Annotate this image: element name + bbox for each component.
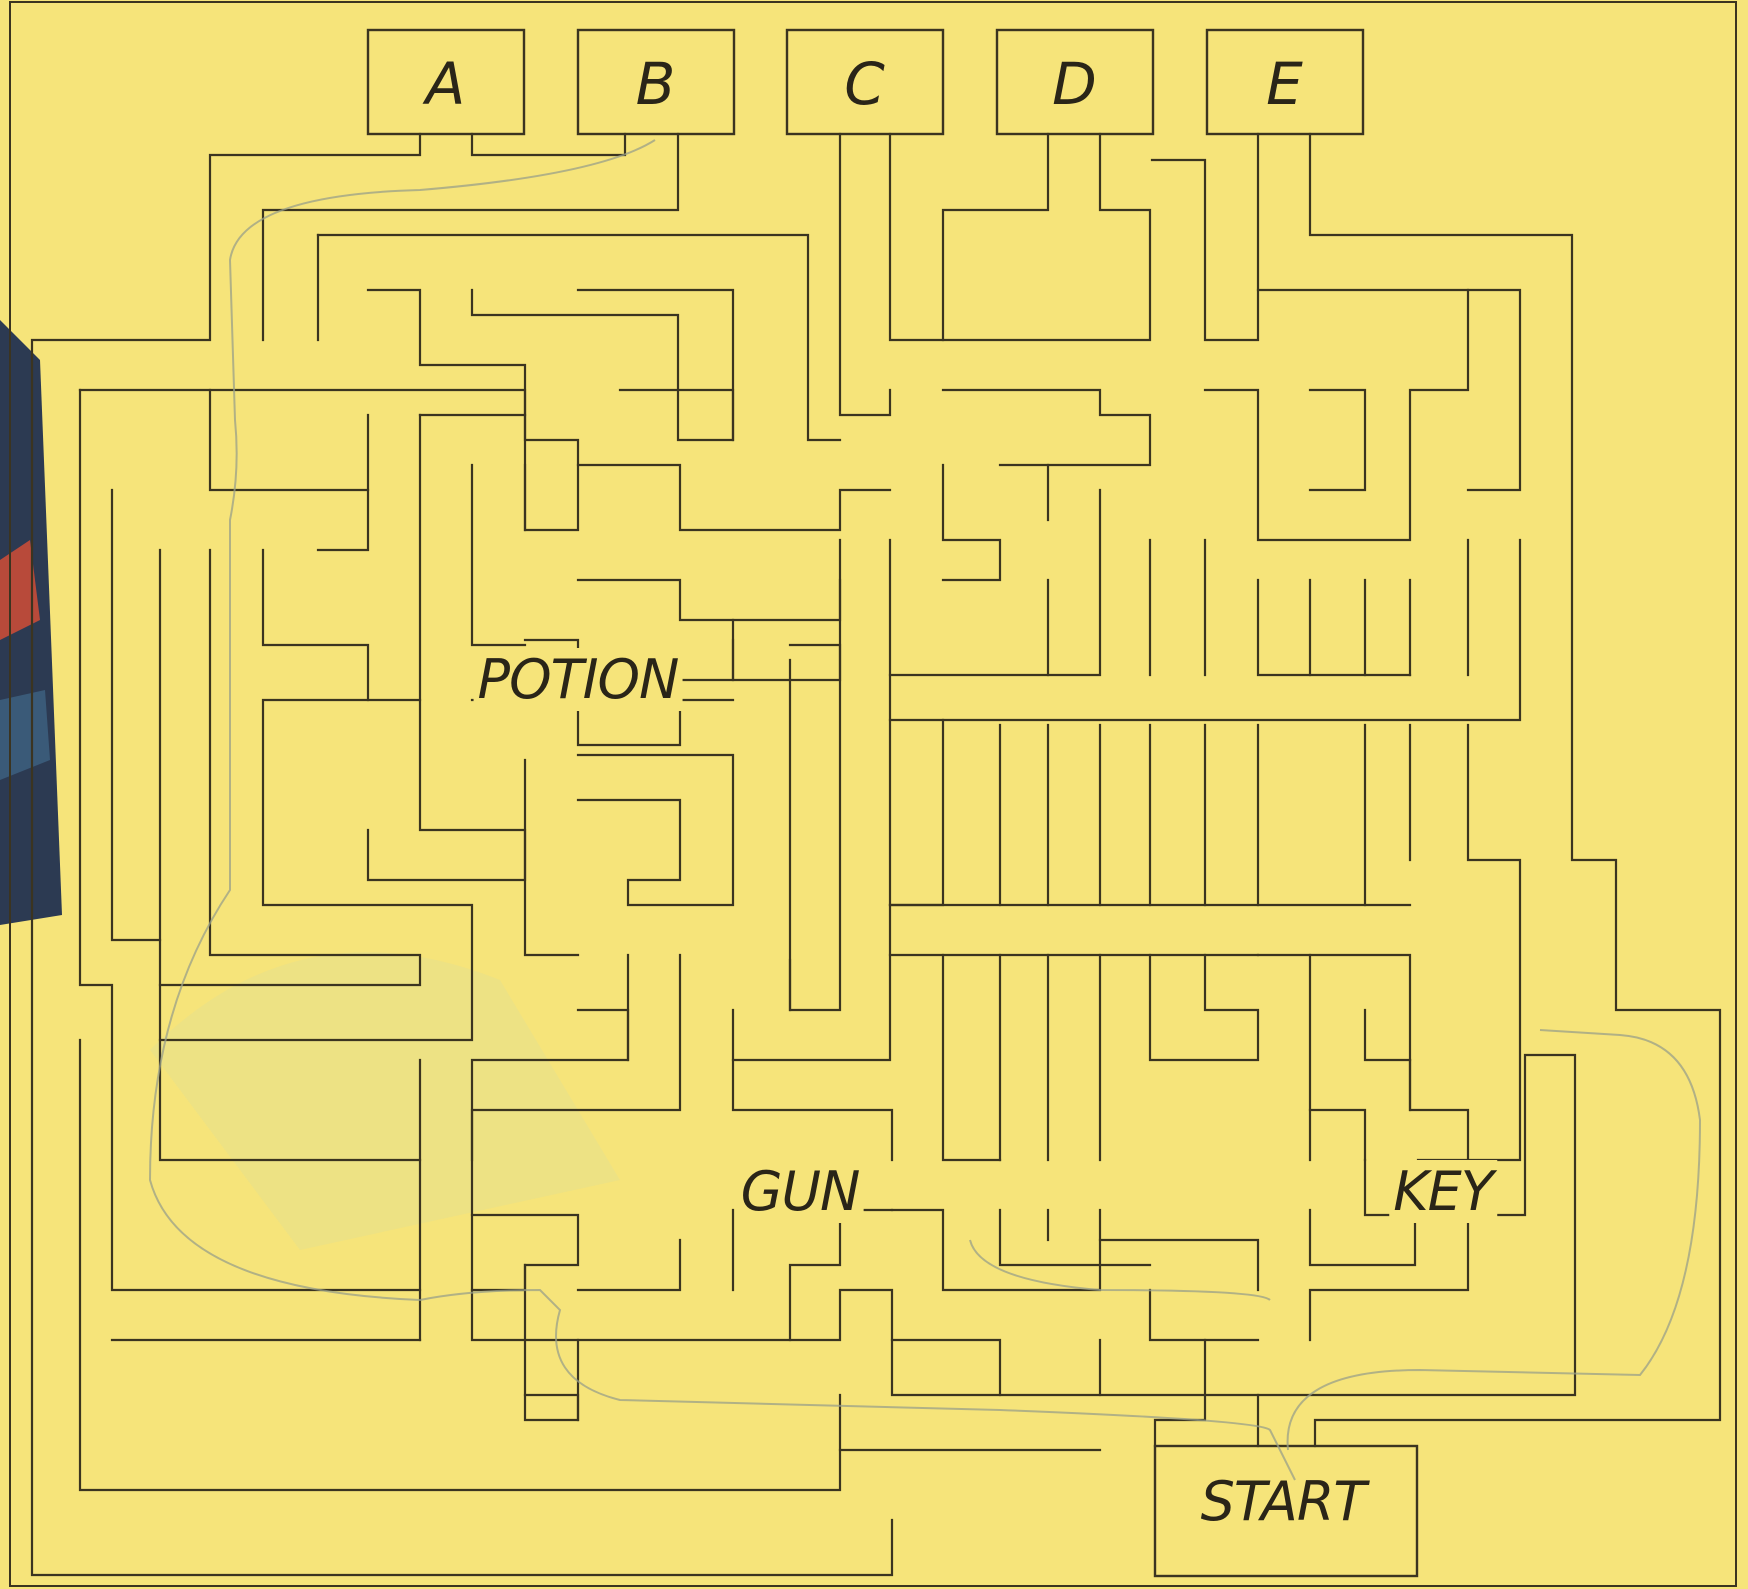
door-label-d: D — [1052, 50, 1098, 118]
paper-shadow — [150, 952, 620, 1250]
outer-frame — [10, 2, 1736, 1586]
door-label-a: A — [426, 50, 467, 118]
door-label-b: B — [636, 50, 677, 118]
maze-walls — [32, 134, 1720, 1575]
start-label: START — [1201, 1470, 1366, 1533]
door-label-e: E — [1266, 50, 1304, 118]
potion-label: POTION — [474, 648, 683, 711]
solution-trace-2 — [1288, 1030, 1700, 1450]
gun-label: GUN — [737, 1160, 864, 1223]
door-label-c: C — [844, 50, 886, 118]
key-label: KEY — [1389, 1160, 1497, 1223]
